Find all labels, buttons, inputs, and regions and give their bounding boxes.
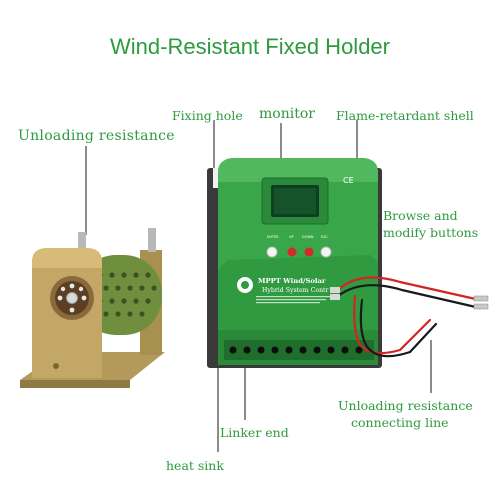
esc-button[interactable] <box>320 246 332 258</box>
brand-small-text-2 <box>256 299 326 301</box>
label-unloading-resistance: Unloading resistance <box>18 128 175 144</box>
controller-unit: CE ENTER UP DOWN ESC MPPT Wind/Solar Hyb… <box>207 158 382 368</box>
resistor-bracket-edge <box>20 380 130 388</box>
down-button[interactable] <box>304 247 314 257</box>
lcd-screen-inner <box>274 188 316 214</box>
center-bolt <box>66 292 78 304</box>
brand-line-2: Hybrid System Contr <box>262 287 329 294</box>
up-button[interactable] <box>287 247 297 257</box>
unloading-resistor <box>20 228 165 388</box>
label-fixing-hole: Fixing hole <box>172 108 243 123</box>
resistor-lead-left <box>78 232 86 258</box>
connecting-wires <box>330 276 489 358</box>
button-label-enter: ENTER <box>267 235 279 239</box>
terminal-block <box>224 340 374 360</box>
black-wire-loop <box>359 298 438 358</box>
wire-lug-2 <box>330 294 340 300</box>
red-wire-loop <box>353 294 432 355</box>
terminal-lug-black <box>473 303 489 310</box>
terminal-lug-red <box>473 295 489 302</box>
label-linker-end: Linker end <box>220 425 289 440</box>
black-wire-top <box>336 284 482 310</box>
label-monitor: monitor <box>259 106 315 122</box>
shell-top-highlight <box>218 158 378 182</box>
label-flame-shell: Flame-retardant shell <box>336 108 474 123</box>
shell-label-area <box>218 255 378 330</box>
fixing-hole-left <box>213 168 219 188</box>
brand-line-1: MPPT Wind/Solar <box>258 277 326 285</box>
label-heat-sink: heat sink <box>166 458 224 473</box>
resistor-lead-right <box>148 228 156 252</box>
enter-button[interactable] <box>266 246 278 258</box>
brand-logo-center <box>241 281 249 289</box>
ce-mark: CE <box>343 176 354 185</box>
brand-small-text-1 <box>256 296 332 298</box>
label-unloading-line-2: connecting line <box>351 415 449 430</box>
end-cap-holes <box>57 283 87 313</box>
wire-lug-1 <box>330 287 340 293</box>
brand-small-text-3 <box>256 302 320 304</box>
button-label-up: UP <box>289 235 294 239</box>
label-unloading-line-1: Unloading resistance <box>338 398 473 413</box>
resistor-bracket-front-highlight <box>32 248 102 268</box>
terminal-screws <box>229 346 363 354</box>
page-title: Wind-Resistant Fixed Holder <box>110 34 390 59</box>
red-wire-top <box>336 276 482 302</box>
button-label-down: DOWN <box>302 235 314 239</box>
label-browse-1: Browse and <box>383 208 458 223</box>
mount-hole-left <box>53 363 59 369</box>
label-browse-2: modify buttons <box>383 225 479 240</box>
button-label-esc: ESC <box>321 235 328 239</box>
